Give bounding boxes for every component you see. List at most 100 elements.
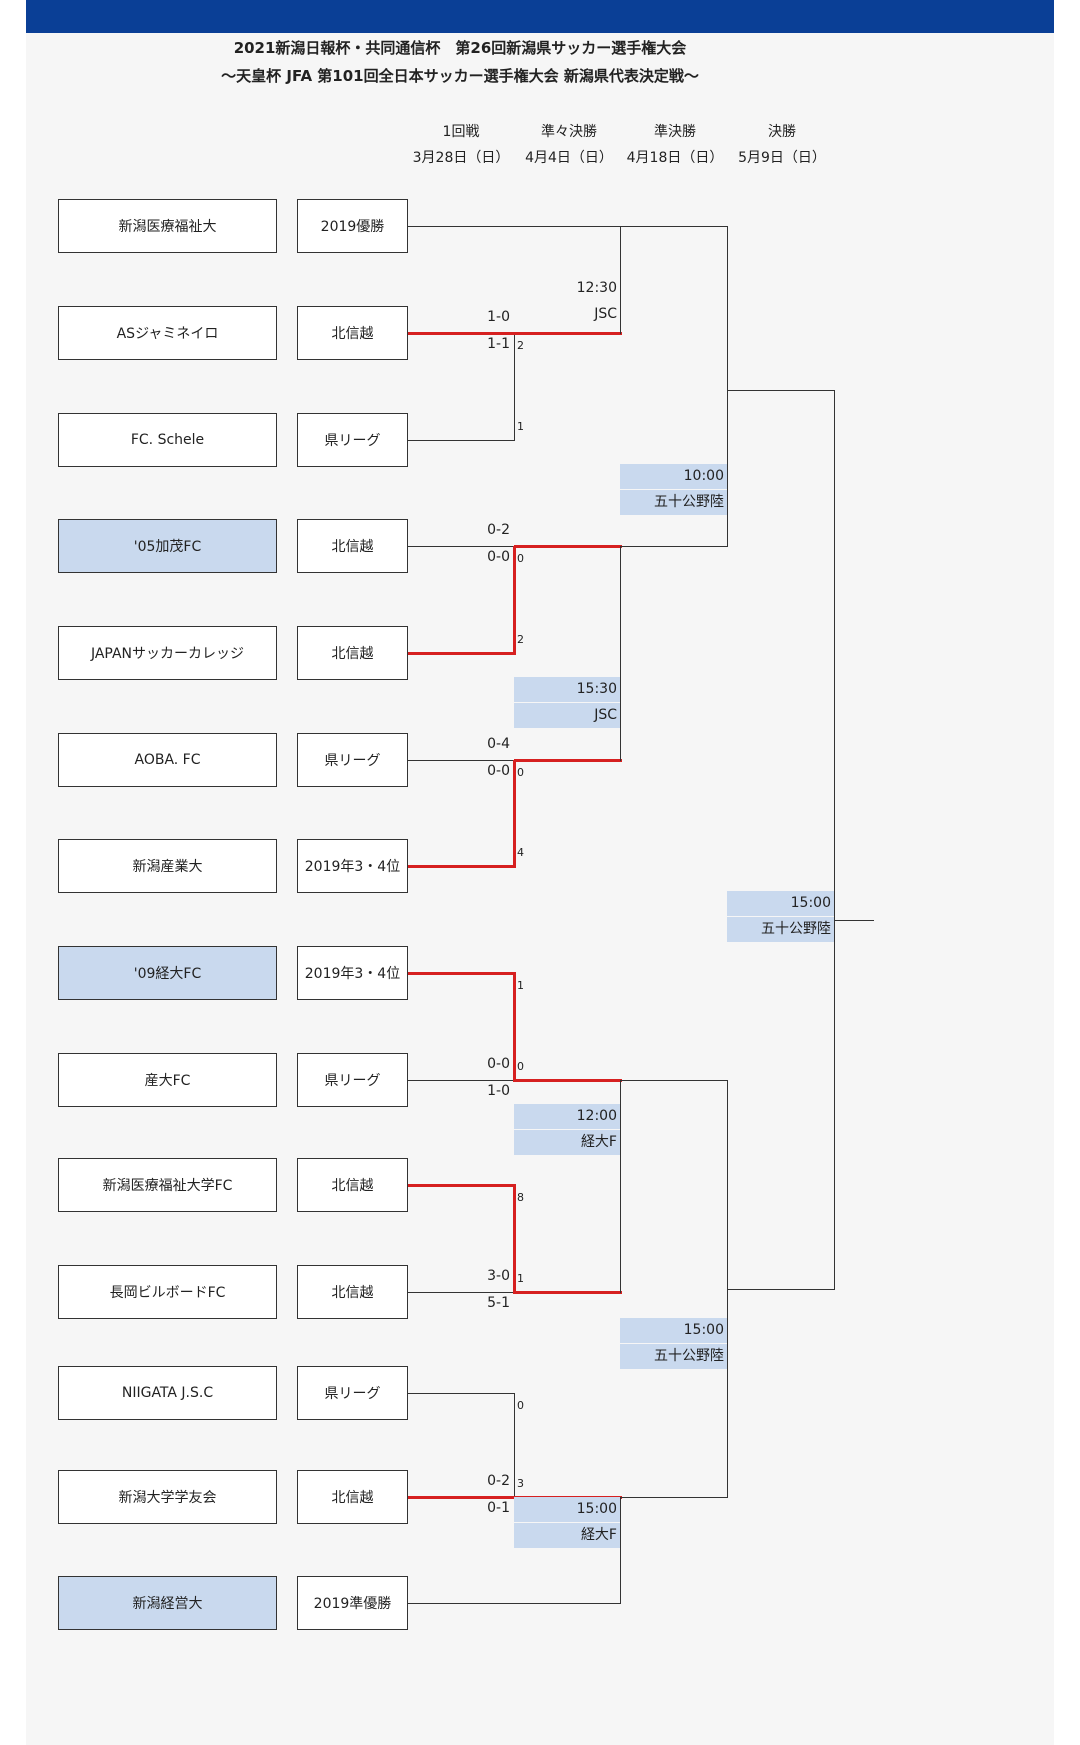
qualifier-box: 北信越: [297, 1158, 408, 1212]
qualifier-box: 2019年3・4位: [297, 946, 408, 1000]
bracket-line: [620, 226, 621, 334]
first-half-score: 0-2: [487, 1473, 510, 1489]
winner-line: [408, 332, 516, 335]
first-half-score: 0-4: [487, 736, 510, 752]
quarterfinal-3-venue: 経大F: [514, 1130, 620, 1155]
winner-line: [408, 652, 516, 655]
qualifier-box: 県リーグ: [297, 1053, 408, 1107]
team-name-box[interactable]: 新潟医療福祉大: [58, 199, 277, 253]
bracket-line: [620, 546, 621, 761]
bracket-line: [620, 1080, 621, 1293]
second-half-score: 0-0: [487, 549, 510, 565]
quarterfinal-3-time: 12:00: [514, 1104, 620, 1129]
qualifier-box: 2019優勝: [297, 199, 408, 253]
bracket-line: [727, 226, 728, 547]
bracket-line: [408, 760, 515, 761]
bracket-line: [620, 1497, 621, 1604]
winner-line: [514, 332, 622, 335]
pk-score-bottom: 0: [517, 1060, 524, 1073]
team-name-box[interactable]: 新潟産業大: [58, 839, 277, 893]
winner-line: [514, 759, 622, 762]
semifinal-2-time: 15:00: [620, 1318, 727, 1343]
team-name-box[interactable]: FC. Schele: [58, 413, 277, 467]
round1-date: 3月28日（日）: [412, 150, 510, 166]
winner-line: [514, 1079, 622, 1082]
winner-line: [408, 972, 516, 975]
qualifier-box: 2019年3・4位: [297, 839, 408, 893]
quarterfinal-date: 4月4日（日）: [525, 150, 613, 166]
team-name-box[interactable]: ASジャミネイロ: [58, 306, 277, 360]
final-venue: 五十公野陸: [727, 917, 834, 942]
bracket-line: [834, 390, 835, 1290]
quarterfinal-name: 準々決勝: [541, 124, 597, 140]
winner-line: [514, 1291, 622, 1294]
second-half-score: 0-1: [487, 1500, 510, 1516]
qualifier-box: 県リーグ: [297, 733, 408, 787]
qualifier-box: 北信越: [297, 1470, 408, 1524]
winner-line: [513, 1185, 516, 1294]
second-half-score: 5-1: [487, 1295, 510, 1311]
bracket-line: [408, 546, 515, 547]
quarterfinal-2-venue: JSC: [514, 703, 620, 728]
bracket-line: [620, 226, 728, 227]
bracket-line: [408, 1393, 515, 1394]
team-name-box[interactable]: 新潟大学学友会: [58, 1470, 277, 1524]
qualifier-box: 北信越: [297, 306, 408, 360]
pk-score-bottom: 4: [517, 846, 524, 859]
bracket-line: [408, 1080, 515, 1081]
pk-score-bottom: 2: [517, 633, 524, 646]
bracket-line: [727, 390, 835, 391]
pk-score-bottom: 3: [517, 1477, 524, 1490]
bracket-line: [408, 1603, 621, 1604]
team-name-box[interactable]: '05加茂FC: [58, 519, 277, 573]
pk-score-top: 1: [517, 979, 524, 992]
quarterfinal-1-venue: JSC: [594, 306, 617, 322]
bracket-line: [408, 440, 515, 441]
first-half-score: 0-2: [487, 522, 510, 538]
pk-score-bottom: 1: [517, 420, 524, 433]
semifinal-date: 4月18日（日）: [626, 150, 724, 166]
bracket-line: [620, 1497, 728, 1498]
second-half-score: 0-0: [487, 763, 510, 779]
team-name-box[interactable]: NIIGATA J.S.C: [58, 1366, 277, 1420]
first-half-score: 1-0: [487, 309, 510, 325]
pk-score-top: 0: [517, 552, 524, 565]
quarterfinal-4-time: 15:00: [514, 1497, 620, 1522]
round1-name: 1回戦: [442, 124, 480, 140]
final-date: 5月9日（日）: [738, 150, 826, 166]
qualifier-box: 北信越: [297, 519, 408, 573]
semifinal-1-time: 10:00: [620, 464, 727, 489]
semifinal-name: 準決勝: [654, 124, 696, 140]
second-half-score: 1-0: [487, 1083, 510, 1099]
qualifier-box: 2019準優勝: [297, 1576, 408, 1630]
bracket-line: [834, 920, 874, 921]
team-name-box[interactable]: 新潟経営大: [58, 1576, 277, 1630]
winner-line: [408, 1184, 516, 1187]
semifinal-1-venue: 五十公野陸: [620, 490, 727, 515]
winner-line: [408, 1496, 516, 1499]
pk-score-bottom: 1: [517, 1272, 524, 1285]
quarterfinal-2-time: 15:30: [514, 677, 620, 702]
first-half-score: 3-0: [487, 1268, 510, 1284]
tournament-title: 2021新潟日報杯・共同通信杯 第26回新潟県サッカー選手権大会: [233, 39, 687, 57]
team-name-box[interactable]: 長岡ビルボードFC: [58, 1265, 277, 1319]
winner-line: [514, 545, 622, 548]
bracket-line: [620, 1080, 728, 1081]
final-time: 15:00: [727, 891, 834, 916]
tournament-subtitle: ～天皇杯 JFA 第101回全日本サッカー選手権大会 新潟県代表決定戦～: [221, 67, 699, 85]
qualifier-box: 北信越: [297, 1265, 408, 1319]
pk-score-top: 0: [517, 1399, 524, 1412]
qualifier-box: 県リーグ: [297, 1366, 408, 1420]
qualifier-box: 県リーグ: [297, 413, 408, 467]
bracket-line: [408, 1292, 515, 1293]
team-name-box[interactable]: '09経大FC: [58, 946, 277, 1000]
bracket-line: [514, 333, 515, 441]
winner-line: [513, 760, 516, 868]
team-name-box[interactable]: 新潟医療福祉大学FC: [58, 1158, 277, 1212]
team-name-box[interactable]: AOBA. FC: [58, 733, 277, 787]
final-name: 決勝: [768, 124, 796, 140]
team-name-box[interactable]: 産大FC: [58, 1053, 277, 1107]
bracket-line: [620, 546, 728, 547]
team-name-box[interactable]: JAPANサッカーカレッジ: [58, 626, 277, 680]
winner-line: [513, 973, 516, 1082]
